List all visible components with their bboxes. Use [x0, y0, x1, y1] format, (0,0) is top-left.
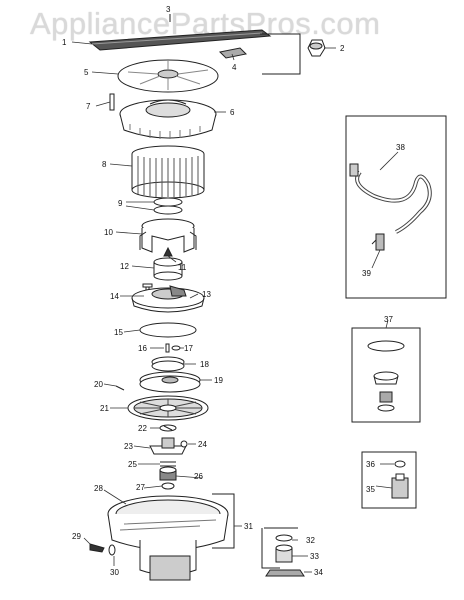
- callout-14: 14: [110, 292, 119, 301]
- callout-36: 36: [366, 460, 375, 469]
- part-9-seals: [153, 197, 183, 215]
- callout-29: 29: [72, 532, 81, 541]
- callout-38: 38: [396, 143, 405, 152]
- callout-39: 39: [362, 269, 371, 278]
- part-20-bolt: [115, 385, 125, 391]
- callout-21: 21: [100, 404, 109, 413]
- callout-25: 25: [128, 460, 137, 469]
- leader-lines: [71, 41, 399, 573]
- callout-5: 5: [84, 68, 89, 77]
- callout-6: 6: [230, 108, 235, 117]
- part-37-kit: [367, 340, 405, 412]
- part-23-valve: [149, 437, 188, 455]
- callout-31: 31: [244, 522, 253, 531]
- part-1-spray-arm: [88, 29, 272, 51]
- callout-3: 3: [166, 5, 171, 14]
- part-5-cover: [117, 59, 219, 93]
- callout-15: 15: [114, 328, 123, 337]
- part-30-ring: [108, 544, 116, 556]
- callout-17: 17: [184, 344, 193, 353]
- box-35-36: [361, 451, 417, 509]
- part-4-clip: [218, 47, 248, 59]
- part-10-housing: [139, 218, 197, 253]
- callout-34: 34: [314, 568, 323, 577]
- callout-27: 27: [136, 483, 145, 492]
- part-27-ring: [161, 482, 175, 490]
- part-26-motor: [159, 466, 177, 481]
- part-33-filter: [275, 544, 293, 563]
- part-38-hose: [349, 163, 432, 234]
- part-35-sensor: [391, 473, 409, 499]
- callout-24: 24: [198, 440, 207, 449]
- callout-26: 26: [194, 472, 203, 481]
- part-28-sump: [107, 495, 229, 581]
- part-31-bracket: [212, 493, 235, 549]
- callout-35: 35: [366, 485, 375, 494]
- callout-1: 1: [62, 38, 67, 47]
- callout-30: 30: [110, 568, 119, 577]
- callout-7: 7: [86, 102, 91, 111]
- callout-22: 22: [138, 424, 147, 433]
- part-15-ring: [139, 322, 197, 338]
- part-16-screw: [165, 343, 170, 353]
- callout-13: 13: [202, 290, 211, 299]
- callout-12: 12: [120, 262, 129, 271]
- callout-37: 37: [384, 315, 393, 324]
- part-12-hub: [153, 257, 183, 281]
- part-36-ring: [394, 460, 406, 468]
- part-34-base: [265, 569, 305, 577]
- callout-33: 33: [310, 552, 319, 561]
- callout-labels: 1 2 3 4 5 6 7 8 9 10 11 12 13 14 15 16 1…: [62, 5, 405, 577]
- callout-28: 28: [94, 484, 103, 493]
- part-7-pin: [109, 93, 115, 111]
- callout-20: 20: [94, 380, 103, 389]
- callout-32: 32: [306, 536, 315, 545]
- part-22-clip: [159, 424, 177, 432]
- part-21-wheel: [127, 395, 209, 421]
- callout-2: 2: [340, 44, 345, 53]
- part-11-cone: [163, 246, 173, 257]
- part-25-spring: [160, 461, 176, 467]
- part-17-washer: [171, 345, 181, 351]
- callout-19: 19: [214, 376, 223, 385]
- part-2-nut: [307, 39, 326, 57]
- part-32-cap: [275, 534, 293, 542]
- callout-10: 10: [104, 228, 113, 237]
- callout-4: 4: [232, 63, 237, 72]
- part-6-housing: [119, 99, 217, 139]
- part-8-screen: [131, 145, 205, 199]
- callout-8: 8: [102, 160, 107, 169]
- callout-16: 16: [138, 344, 147, 353]
- box-38-39: [345, 115, 447, 299]
- part-18-disc: [151, 356, 185, 372]
- callout-23: 23: [124, 442, 133, 451]
- callout-18: 18: [200, 360, 209, 369]
- callout-11: 11: [178, 263, 187, 272]
- part-29-clamp: [89, 543, 105, 553]
- part-19-plate: [139, 371, 201, 393]
- callout-9: 9: [118, 199, 123, 208]
- part-13-motor-top: [131, 285, 205, 313]
